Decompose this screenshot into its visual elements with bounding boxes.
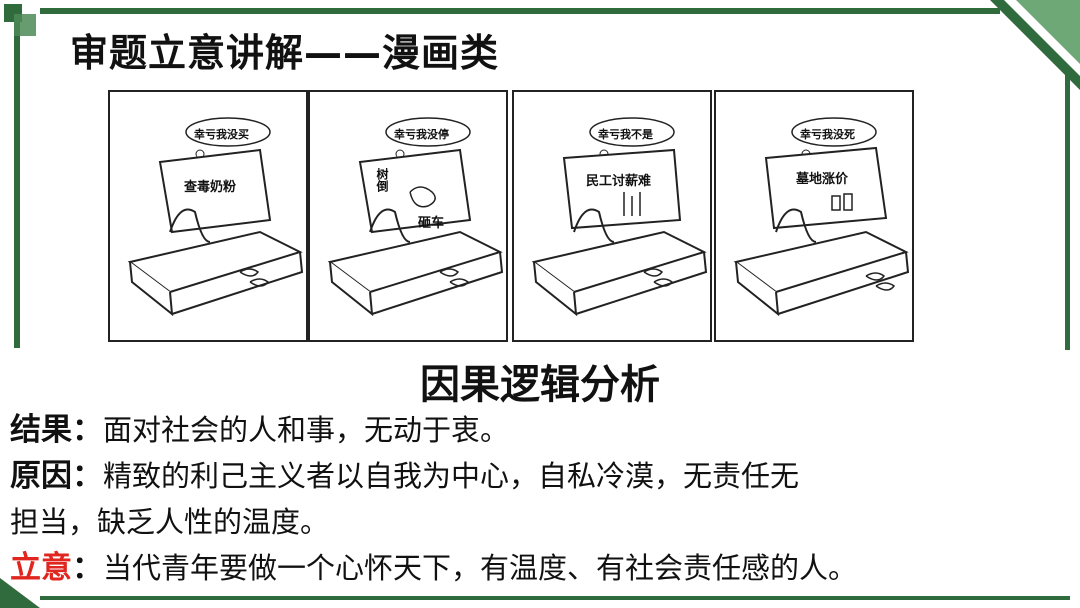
newspaper-headline: 查毒奶粉 [184,180,237,195]
section-heading: 因果逻辑分析 [420,362,660,408]
newspaper-headline: 墓地涨价 [796,172,849,187]
cause-text: 精致的利己主义者以自我为中心，自私冷漠，无责任无 [103,459,800,493]
cause-line: 原因：精致的利己主义者以自我为中心，自私冷漠，无责任无 [10,458,800,494]
speech-bubble-text: 幸亏我没死 [800,128,855,141]
comic-panel-drawing [327,117,504,317]
cause-line-continued: 担当，缺乏人性的温度。 [10,500,1070,544]
result-label: 结果 [10,412,72,448]
cause-label: 原因 [10,458,72,494]
cause-text-continued: 担当，缺乏人性的温度。 [10,505,330,539]
comic-panel-drawing [733,117,910,317]
newspaper-subheadline: 砸车 [418,216,445,231]
result-line: 结果：面对社会的人和事，无动于衷。 [10,412,510,448]
newspaper-headline: 民工讨薪难 [586,174,652,189]
corner-triangle-decoration [990,0,1080,90]
speech-bubble-text: 幸亏我不是 [598,128,653,141]
frame-top-border [40,8,1000,14]
comic-panel-2: 幸亏我没停 树倒 砸车 [308,90,508,342]
page-title: 审题立意讲解——漫画类 [70,31,500,75]
comic-panel-1: 幸亏我没买 查毒奶粉 [108,90,308,342]
corner-bottom-left-decoration [0,578,40,608]
theme-label: 立意 [10,550,72,586]
speech-bubble-text: 幸亏我没停 [394,128,449,141]
newspaper-headline: 树倒 [375,168,389,192]
comic-panel-4: 幸亏我没死 墓地涨价 [714,90,914,342]
frame-left-border [14,8,20,348]
theme-text: 当代青年要做一个心怀天下，有温度、有社会责任感的人。 [103,551,858,585]
frame-right-border [1065,60,1070,350]
result-text: 面对社会的人和事，无动于衷。 [103,413,510,447]
frame-bottom-border [40,596,1070,600]
comic-panel-drawing [531,117,708,317]
corner-square-decoration [4,4,38,38]
theme-line: 立意：当代青年要做一个心怀天下，有温度、有社会责任感的人。 [10,550,858,586]
comic-panel-drawing [127,117,304,317]
speech-bubble-text: 幸亏我没买 [194,128,249,141]
comic-panel-3: 幸亏我不是 民工讨薪难 [512,90,712,342]
comic-strip: 幸亏我没买 查毒奶粉 幸亏我没停 树倒 砸车 [108,90,924,342]
